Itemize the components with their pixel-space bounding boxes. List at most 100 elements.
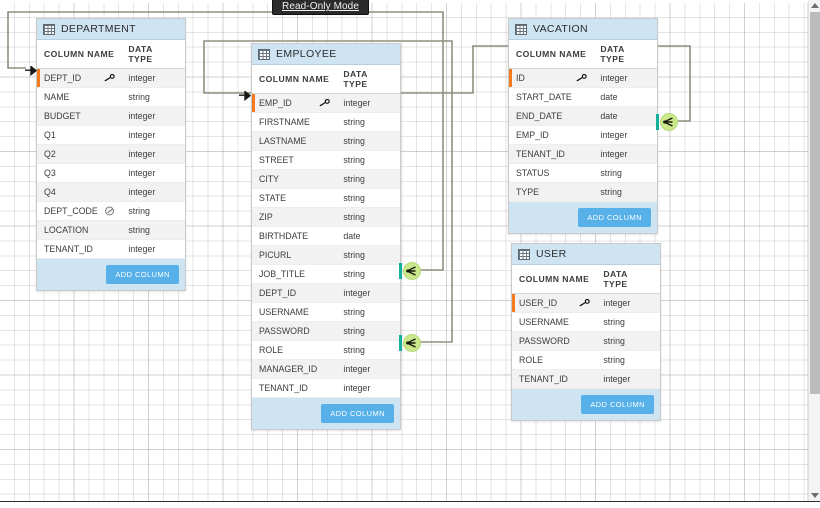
primary-key-marker <box>509 69 512 87</box>
vertical-scrollbar[interactable] <box>808 0 820 501</box>
entity-footer: ADD COLUMN <box>512 389 660 420</box>
column-row[interactable]: Q1 integer <box>37 125 185 145</box>
column-name-label: LOCATION <box>44 225 89 235</box>
column-name-cell: BUDGET <box>37 106 122 126</box>
fk-marker <box>656 114 659 130</box>
column-type-cell: string <box>121 201 185 221</box>
column-name-cell: TENANT_ID <box>37 239 122 259</box>
column-type-cell: date <box>593 87 657 107</box>
column-name-cell: PICURL <box>252 245 337 265</box>
column-type-cell: string <box>336 264 400 284</box>
column-type-cell: integer <box>121 163 185 183</box>
entity-department[interactable]: DEPARTMENT COLUMN NAME DATA TYPE DEPT_ID… <box>36 18 186 291</box>
add-column-button[interactable]: ADD COLUMN <box>106 265 179 284</box>
column-name-label: USERNAME <box>259 307 309 317</box>
column-name-label: Q1 <box>44 130 56 140</box>
column-name-cell: START_DATE <box>509 87 594 107</box>
column-name-cell: ROLE <box>252 340 337 360</box>
column-name-cell: USER_ID <box>512 293 597 313</box>
scroll-down-arrow-icon[interactable] <box>811 493 819 498</box>
scroll-up-arrow-icon[interactable] <box>811 3 819 8</box>
column-type-cell: string <box>596 350 660 370</box>
column-type-cell: string <box>336 321 400 341</box>
table-grid-icon <box>258 48 270 60</box>
scrollbar-thumb[interactable] <box>810 12 820 394</box>
column-name-cell: STATE <box>252 188 337 208</box>
entity-header[interactable]: DEPARTMENT <box>37 19 185 40</box>
entity-header[interactable]: USER <box>512 244 660 265</box>
entity-title: DEPARTMENT <box>61 23 136 35</box>
column-type-cell: integer <box>121 125 185 145</box>
column-name-label: BUDGET <box>44 111 81 121</box>
primary-key-marker <box>37 69 40 87</box>
crowsfoot-glyph <box>663 117 673 127</box>
entity-title: EMPLOYEE <box>276 48 337 60</box>
column-name-cell: DEPT_ID <box>252 283 337 303</box>
column-name-cell: NAME <box>37 87 122 107</box>
column-name-label: EMP_ID <box>259 98 292 108</box>
entity-header[interactable]: EMPLOYEE <box>252 44 400 65</box>
add-column-button[interactable]: ADD COLUMN <box>578 208 651 227</box>
column-header-row: COLUMN NAME DATA TYPE <box>37 40 185 69</box>
col-header-type: DATA TYPE <box>593 40 657 69</box>
column-type-cell: integer <box>336 359 400 379</box>
add-column-button[interactable]: ADD COLUMN <box>321 404 394 423</box>
add-column-button[interactable]: ADD COLUMN <box>581 395 654 414</box>
column-name-cell: LOCATION <box>37 220 122 240</box>
column-name-label: Q4 <box>44 187 56 197</box>
column-name-label: FIRSTNAME <box>259 117 310 127</box>
diagram-canvas[interactable]: DEPARTMENT COLUMN NAME DATA TYPE DEPT_ID… <box>0 0 808 501</box>
column-name-cell: USERNAME <box>252 302 337 322</box>
column-type-cell: string <box>596 312 660 332</box>
column-type-cell: string <box>336 207 400 227</box>
column-type-cell: integer <box>121 239 185 259</box>
crowsfoot-glyph <box>406 338 416 348</box>
column-name-cell: LASTNAME <box>252 131 337 151</box>
column-name-label: LASTNAME <box>259 136 307 146</box>
entity-header[interactable]: VACATION <box>509 19 657 40</box>
column-row[interactable]: LASTNAME string <box>252 131 400 151</box>
column-type-cell: string <box>336 131 400 151</box>
